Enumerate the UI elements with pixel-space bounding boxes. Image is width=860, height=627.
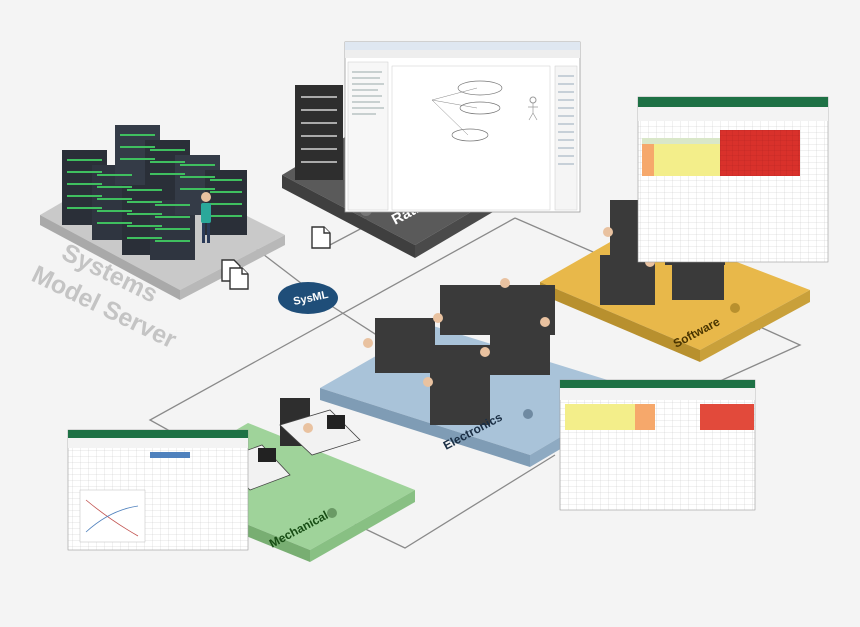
person-icon — [363, 278, 550, 387]
rhapsody-window — [344, 41, 581, 213]
software-spreadsheet — [637, 96, 829, 263]
person-icon — [201, 192, 211, 243]
mechanical-connector-dot — [327, 508, 337, 518]
electronics-connector-dot — [523, 409, 533, 419]
server-rack-icon — [295, 85, 343, 180]
document-icon — [311, 226, 331, 249]
sysml-badge: SysML — [278, 282, 338, 314]
documents-icon — [221, 259, 249, 290]
monitor-icon — [258, 448, 276, 462]
electronics-spreadsheet — [559, 379, 756, 511]
software-connector-dot — [730, 303, 740, 313]
monitor-icon — [327, 415, 345, 429]
systems-model-server: Systems Model Server — [27, 125, 285, 354]
server-rack-icon — [62, 125, 247, 260]
server-platform-left — [40, 215, 180, 300]
mechanical-spreadsheet — [67, 429, 249, 551]
